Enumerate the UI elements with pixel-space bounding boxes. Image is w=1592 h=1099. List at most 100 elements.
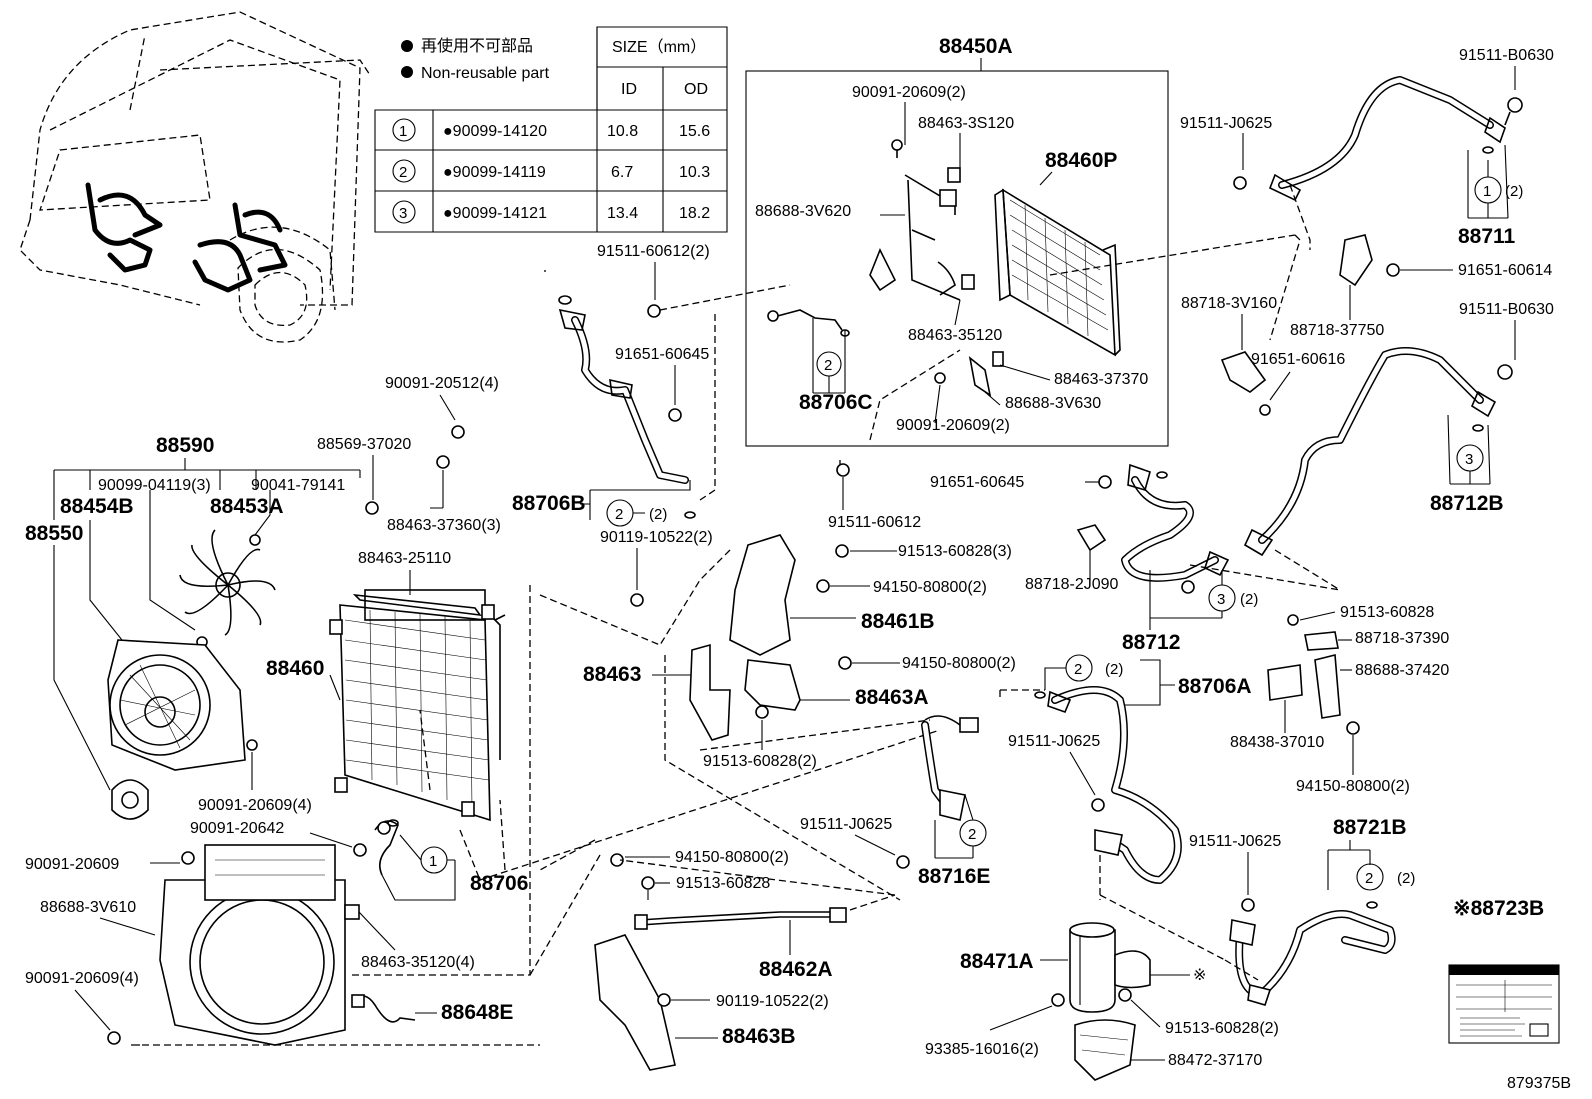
label-90091-20609: 90091-20609 bbox=[25, 856, 119, 873]
label-88721B: 88721B bbox=[1333, 816, 1407, 839]
figure-number: 879375B bbox=[1507, 1075, 1571, 1092]
legend: 再使用不可部品 Non-reusable part bbox=[401, 37, 550, 82]
qty-2: (2) bbox=[1505, 183, 1523, 200]
row2-num: 2 bbox=[399, 164, 407, 181]
qty-2-e: (2) bbox=[1397, 870, 1415, 887]
label-91651-60614: 91651-60614 bbox=[1458, 262, 1552, 279]
label-91651-60645-b: 91651-60645 bbox=[930, 474, 1024, 491]
lower-shroud: 90091-20609 88688-3V610 88463-35120(4) 9… bbox=[25, 844, 601, 1046]
label-91513-60828-2-b: 91513-60828(2) bbox=[1165, 1020, 1279, 1037]
circle-2-b: 2 bbox=[615, 506, 623, 523]
label-91511-J0625-d: 91511-J0625 bbox=[1189, 833, 1281, 850]
label-91511-60612: 91511-60612 bbox=[828, 514, 921, 531]
size-header: SIZE（mm） bbox=[612, 38, 706, 56]
label-88712B: 88712B bbox=[1430, 492, 1504, 515]
fan-blade bbox=[179, 529, 276, 636]
col-id: ID bbox=[621, 81, 637, 98]
label-88453A: 88453A bbox=[210, 495, 284, 518]
label-90091-20512-4: 90091-20512(4) bbox=[385, 375, 499, 392]
row3-part: ●90099-14121 bbox=[443, 205, 547, 222]
label-91511-J0625-b: 91511-J0625 bbox=[1008, 733, 1100, 750]
circled-number-icon bbox=[392, 159, 416, 183]
label-88648E: 88648E bbox=[441, 1001, 513, 1024]
label-91513-60828-r: 91513-60828 bbox=[1340, 604, 1434, 621]
pipe-88711-group: 91511-B0630 91511-J0625 1 (2) 88711 9165… bbox=[1180, 47, 1554, 339]
pipe-88712B-group: 88718-3V160 91651-60616 91511-B0630 3 88… bbox=[1181, 295, 1554, 557]
filled-circle-icon bbox=[401, 40, 413, 52]
label-88460: 88460 bbox=[266, 657, 324, 680]
legend-line2: Non-reusable part bbox=[421, 65, 550, 82]
label-88688-37420: 88688-37420 bbox=[1355, 662, 1449, 679]
label-94150-80800-2-b: 94150-80800(2) bbox=[902, 655, 1016, 672]
label-91511-60612-2: 91511-60612(2) bbox=[597, 243, 710, 260]
label-90041-79141: 90041-79141 bbox=[251, 477, 345, 494]
label-88706C: 88706C bbox=[799, 391, 873, 414]
label-94150-80800-2: 94150-80800(2) bbox=[873, 579, 987, 596]
label-88472-37170: 88472-37170 bbox=[1168, 1052, 1262, 1069]
label-93385-16016-2: 93385-16016(2) bbox=[925, 1041, 1039, 1058]
circled-number-icon bbox=[1356, 863, 1384, 891]
asterisk-mark: ※ bbox=[1193, 967, 1206, 984]
pipe-88462A-group: 94150-80800(2) 91513-60828 88462A 90119-… bbox=[539, 839, 896, 1071]
condenser-88460: 90091-20512(4) 88569-37020 88463-37360(3… bbox=[190, 375, 941, 976]
circle-1: 1 bbox=[1483, 183, 1491, 200]
label-88718-2J090: 88718-2J090 bbox=[1025, 576, 1119, 593]
row2-od: 10.3 bbox=[679, 164, 710, 181]
label-88450A: 88450A bbox=[939, 35, 1013, 58]
label-88716E: 88716E bbox=[918, 865, 990, 888]
pipe-88712-group: 91651-60645 88718-2J090 3 (2) 88712 9151… bbox=[930, 463, 1449, 795]
label-88438-37010: 88438-37010 bbox=[1230, 734, 1324, 751]
label-88463-3S120: 88463-3S120 bbox=[918, 115, 1014, 132]
label-88569-37020: 88569-37020 bbox=[317, 436, 411, 453]
label-90091-20609-2-b: 90091-20609(2) bbox=[896, 417, 1010, 434]
qty-2-c: (2) bbox=[649, 506, 667, 523]
label-90091-20609-2: 90091-20609(2) bbox=[852, 84, 966, 101]
label-91511-B0630: 91511-B0630 bbox=[1459, 47, 1554, 64]
label-88461B: 88461B bbox=[861, 610, 935, 633]
caution-label-88723B: ※88723B bbox=[1448, 897, 1560, 1044]
row3-num: 3 bbox=[399, 205, 407, 222]
label-88712: 88712 bbox=[1122, 631, 1180, 654]
circle-2: 2 bbox=[824, 357, 832, 374]
label-88463B: 88463B bbox=[722, 1025, 796, 1048]
col-od: OD bbox=[684, 81, 708, 98]
qty-2-b: (2) bbox=[1240, 591, 1258, 608]
row1-id: 10.8 bbox=[607, 123, 638, 140]
legend-line1: 再使用不可部品 bbox=[421, 37, 533, 55]
label-88463-35120: 88463-35120 bbox=[908, 327, 1002, 344]
label-88688-3V610: 88688-3V610 bbox=[40, 899, 136, 916]
qty-2-d: (2) bbox=[1105, 661, 1123, 678]
label-88463-37370: 88463-37370 bbox=[1054, 371, 1148, 388]
row2-part: ●90099-14119 bbox=[443, 164, 546, 181]
label-90119-10522-2: 90119-10522(2) bbox=[600, 529, 713, 546]
label-88471A: 88471A bbox=[960, 950, 1034, 973]
label-88688-3V620: 88688-3V620 bbox=[755, 203, 851, 220]
label-88463-35120-4: 88463-35120(4) bbox=[361, 954, 475, 971]
receiver-group: 91511-J0625 88721B 2 (2) ※ 88471A 93385-… bbox=[925, 816, 1415, 1081]
label-88463A: 88463A bbox=[855, 686, 929, 709]
label-91513-60828-2: 91513-60828(2) bbox=[703, 753, 817, 770]
center-brackets: 90119-10522(2) 91513-60828(3) 94150-8080… bbox=[583, 529, 1016, 901]
label-88462A: 88462A bbox=[759, 958, 833, 981]
pipe-88706B-group: 91511-60612(2) 91651-60645 88706B 2 (2) … bbox=[512, 234, 1301, 531]
label-91651-60616: 91651-60616 bbox=[1251, 351, 1345, 368]
circle-3-b: 3 bbox=[1217, 591, 1225, 608]
label-88706A: 88706A bbox=[1178, 675, 1252, 698]
label-88718-3V160: 88718-3V160 bbox=[1181, 295, 1277, 312]
label-94150-80800-2-c: 94150-80800(2) bbox=[675, 849, 789, 866]
label-91511-J0625: 91511-J0625 bbox=[1180, 115, 1272, 132]
label-91513-60828-3: 91513-60828(3) bbox=[898, 543, 1012, 560]
circled-number-icon bbox=[392, 200, 416, 224]
label-88711: 88711 bbox=[1458, 225, 1516, 248]
label-88718-37390: 88718-37390 bbox=[1355, 630, 1449, 647]
row3-od: 18.2 bbox=[679, 205, 710, 222]
label-90119-10522-2-b: 90119-10522(2) bbox=[716, 993, 829, 1010]
label-88460P: 88460P bbox=[1045, 149, 1117, 172]
filled-circle-icon bbox=[401, 66, 413, 78]
label-91511-B0630-b: 91511-B0630 bbox=[1459, 301, 1554, 318]
circle-2-d: 2 bbox=[968, 826, 976, 843]
label-88463: 88463 bbox=[583, 663, 641, 686]
circle-1-b: 1 bbox=[429, 853, 437, 870]
label-90091-20609-4-b: 90091-20609(4) bbox=[25, 970, 139, 987]
